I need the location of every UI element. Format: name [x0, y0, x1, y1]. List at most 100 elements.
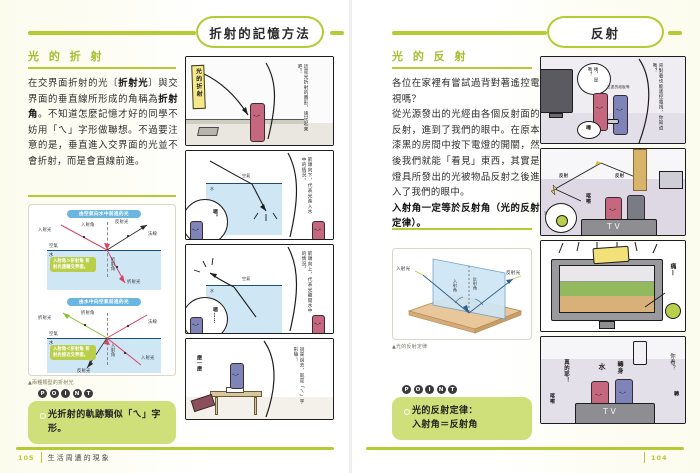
left-section-heading: 光 的 折 射 — [28, 48, 176, 69]
panel1-desk — [186, 119, 304, 124]
figure-sub2-title-label: 由水中向空氣前進的光 — [79, 300, 129, 305]
right-point-badge-t: T — [448, 385, 457, 394]
panel4-dialogue: 說來說去，就是「ㄟ」字形嘛！ — [293, 347, 304, 405]
panel3-surface — [206, 285, 282, 286]
panel4-bubble-tail — [263, 340, 275, 418]
left-title-rule-right — [330, 31, 344, 35]
figure-sub2-interface — [47, 338, 161, 339]
left-page-number: 105 — [18, 453, 35, 462]
rpanel3-sfx-word — [592, 245, 630, 265]
right-comic-panel-1: 咦，是嗎？ •ᴗ• •ᴗ• 右邊的紙板等 嗶 背對著也能遙控電視，你知道嗎？ — [540, 56, 686, 144]
panel2-sfx: 嗯。 — [212, 209, 218, 220]
rpanel1-bubble-tail — [638, 58, 650, 143]
left-section-heading-label: 光 的 折 射 — [28, 50, 105, 63]
panel1-dialogue: 這是光折射的圖形，請記起來吧！ — [297, 64, 308, 132]
right-body-divider — [392, 228, 532, 230]
rpanel1-remote — [607, 119, 619, 124]
left-comic-panel-1: 光的折射 •ᴗ• 這是光折射的圖形，請記起來吧！ — [185, 56, 334, 146]
panel3-character-red — [312, 315, 325, 333]
figure-sub1-callout: 入射角＞折射角 折射光遠離交界面。 — [50, 257, 96, 273]
left-footer-rule — [16, 447, 334, 450]
right-point-line-2: 入射角＝反射角 — [412, 420, 478, 430]
figure-sub1-label-reflected-ray: 反射光 — [115, 220, 129, 225]
panel1-title-card: 光的折射 — [191, 64, 206, 110]
right-point-box: 光的反射定律： 入射角＝反射角 — [392, 397, 532, 440]
panel4-floor — [186, 397, 333, 419]
rpanel1-sfx-bubble — [577, 121, 601, 139]
left-title-rule-left — [28, 31, 196, 35]
left-point-block: P O I N T 光折射的軌跡類似「ㄟ」字形。 — [28, 389, 176, 444]
figure-sub2-title: 由水中向空氣前進的光 — [67, 298, 141, 306]
figure-sub2-label-reflected-ray: 反射光 — [77, 369, 91, 374]
right-comic-panel-3: 痛— — [540, 240, 686, 332]
rpanel4-dialogue-left: 真的耶！ — [563, 359, 569, 383]
panel1-bubble-tail — [265, 62, 276, 140]
right-title-rule-right — [668, 31, 682, 35]
figure-sub2-rays — [62, 312, 148, 369]
figure-sub2-callout: 入射角＜折射角 折射光接近交界面。 — [50, 345, 96, 361]
right-chapter-title: 反射 — [547, 16, 664, 48]
right-heading-underline — [392, 67, 532, 69]
right-title-rule-left — [392, 31, 547, 35]
rpanel4-face-red: •ᴗ• — [595, 392, 603, 397]
rpanel4-sfx-right: 轉 — [673, 391, 679, 397]
panel1-character-red — [250, 103, 265, 142]
figure-sub1-label-refracted-ray: 折射光 — [127, 280, 141, 285]
panel3-face-red: •ᴗ• — [314, 321, 322, 326]
rpanel3-screen — [559, 265, 655, 313]
right-point-badge-o: O — [413, 385, 423, 394]
rpanel1-sfx: 嗶 — [585, 125, 591, 131]
panel3-bubble-tail — [287, 246, 298, 332]
right-comic-panel-2: 反射 反射 光 喀嚓 •ᴗ• TV — [540, 148, 686, 236]
point-badge-t: T — [84, 389, 93, 398]
rpanel1-face-red: •ᴗ• — [596, 105, 604, 110]
right-point-line-1: 光的反射定律： — [404, 404, 522, 418]
left-point-badges: P O I N T — [38, 389, 176, 398]
right-section-heading: 光 的 反 射 — [392, 48, 532, 69]
left-refraction-figure: 由空氣向水中前進的光 入射光 入射角 反射光 空氣 水 法線 — [28, 204, 176, 376]
figure-sub2-label-normal: 法線 — [148, 320, 157, 325]
rpanel4-television — [575, 403, 655, 423]
left-page: 折射的記憶方法 光 的 折 射 在交界面折射的光〔折射光〕與交界面的垂直線所形成… — [0, 0, 350, 473]
panel2-dialogue: 箭頭向下，代表光進入水中的情況。 — [301, 157, 312, 215]
panel4-character-blue — [230, 363, 244, 389]
right-chapter-title-label: 反射 — [590, 25, 620, 41]
panel2-label-air: 空氣 — [242, 173, 251, 178]
left-chapter-title: 折射的記憶方法 — [196, 16, 324, 48]
panel3-character-blue — [190, 317, 203, 333]
point-badge-i: I — [61, 389, 70, 398]
rpanel4-exclaim-2: 轉身 — [616, 361, 623, 374]
left-footer-separator — [40, 452, 42, 463]
figure-sub2-label-incident-angle: 入射角 — [110, 343, 115, 357]
right-reflection-figure: 入射光 入射角 反射角 反射光 — [392, 248, 532, 340]
rpanel4-face-blue: •ᴗ• — [619, 390, 627, 395]
reflection-label-reflect-angle: 反射角 — [473, 277, 478, 291]
right-page-number: 104 — [651, 453, 668, 462]
rpanel4-exclaim-1: 水 — [598, 363, 606, 371]
figure-sub2-label-incident-ray: 入射光 — [141, 356, 155, 361]
rpanel2-lamp — [556, 215, 568, 227]
rpanel2-lamp-bubble — [545, 203, 577, 233]
figure-sub1-title-label: 由空氣向水中前進的光 — [79, 212, 129, 217]
figure-sub1-label-incident-ray: 入射光 — [38, 228, 52, 233]
book-gutter — [349, 0, 352, 473]
reflection-label-incident-ray: 入射光 — [396, 267, 411, 272]
panel4-face-blue: •ᴗ• — [232, 372, 240, 377]
panel3-sfx: 嗯…… — [212, 307, 218, 324]
right-point-badge-p: P — [402, 385, 411, 394]
rpanel3-reaction-face — [665, 303, 681, 319]
left-body-divider — [28, 195, 176, 197]
right-figure-caption: ▲光的反射定律 — [392, 344, 428, 350]
rpanel1-character-blue — [613, 95, 628, 135]
figure-sub1-interface — [47, 250, 161, 251]
panel2-label-water: 水 — [210, 186, 215, 191]
left-footer-text: 生活周遭的現象 — [47, 453, 111, 462]
rpanel4-remote-on-shelf — [633, 341, 647, 365]
point-badge-p: P — [38, 389, 47, 398]
panel3-ray — [193, 257, 257, 318]
rpanel1-face-blue: •ᴗ• — [616, 107, 624, 112]
panel4-desk-leg-l — [215, 397, 218, 415]
right-page: 反射 光 的 反 射 各位在家裡有嘗試過背對著遙控電視嗎？ 從光源發出的光經由各… — [350, 0, 700, 473]
panel3-label-water: 水 — [210, 288, 215, 293]
